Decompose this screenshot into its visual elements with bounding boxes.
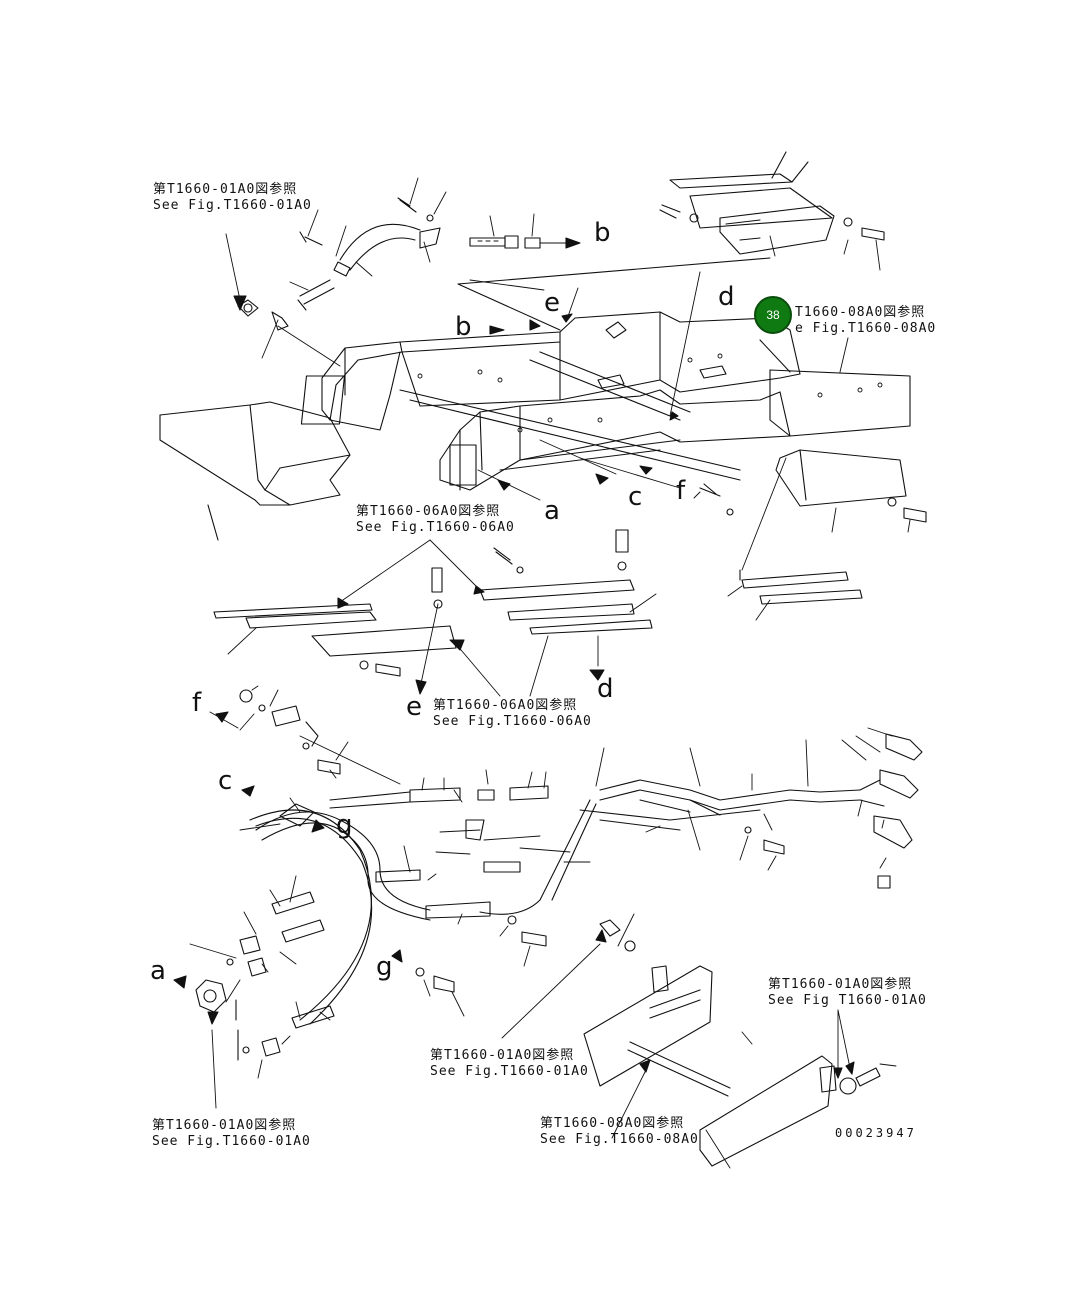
- ref-08a0-bottom: 第T1660-08A0図参照 See Fig.T1660-08A0: [540, 1116, 699, 1148]
- right-cover-group: [699, 449, 927, 605]
- ref-jp-text: 第T1660-08A0図参照: [540, 1116, 685, 1131]
- letter-e-middle: e: [406, 692, 422, 722]
- bottom-right-frame-group: [583, 919, 881, 1167]
- top-left-hose-group: [237, 197, 581, 331]
- letter-a-lower: a: [150, 956, 166, 986]
- letter-a-frame: a: [544, 496, 560, 526]
- letter-g-lower: g: [336, 810, 353, 840]
- lower-hose-group: [249, 733, 923, 1025]
- ref-01a0-bottom-left: 第T1660-01A0図参照 See Fig.T1660-01A0: [152, 1118, 311, 1150]
- ref-01a0-bottom-center: 第T1660-01A0図参照 See Fig.T1660-01A0: [430, 1048, 589, 1080]
- ref-en-text: e Fig.T1660-08A0: [795, 321, 937, 336]
- letter-g-bottom: g: [376, 952, 393, 982]
- ref-en-text: See Fig T1660-01A0: [768, 993, 927, 1008]
- ref-06a0-middle: 第T1660-06A0図参照 See Fig.T1660-06A0: [356, 504, 515, 536]
- main-frame-assembly: [300, 257, 911, 491]
- ref-jp-text: 第T1660-01A0図参照: [152, 1118, 297, 1133]
- ref-jp-text: 第T1660-06A0図参照: [433, 698, 578, 713]
- ref-06a0-lower: 第T1660-06A0図参照 See Fig.T1660-06A0: [433, 698, 592, 730]
- direction-arrows: [173, 295, 855, 1079]
- middle-strip-group: [213, 529, 653, 677]
- seat-pad: [159, 401, 351, 541]
- letter-f-frame: f: [676, 476, 686, 506]
- lower-left-connector-group: [195, 689, 455, 1061]
- letter-c-lower: c: [218, 766, 233, 796]
- ref-jp-text: 第T1660-01A0図参照: [768, 977, 913, 992]
- ref-en-text: See Fig.T1660-01A0: [152, 1134, 311, 1149]
- ref-01a0-top-left: 第T1660-01A0図参照 See Fig.T1660-01A0: [153, 182, 312, 214]
- ref-08a0-top-right: T1660-08A0図参照 e Fig.T1660-08A0: [795, 305, 936, 337]
- callout-badge-38[interactable]: 38: [754, 296, 792, 334]
- letter-c-frame: c: [628, 482, 643, 512]
- ref-jp-text: T1660-08A0図参照: [795, 305, 926, 320]
- ref-jp-text: 第T1660-01A0図参照: [430, 1048, 575, 1063]
- letter-d-frame: d: [718, 282, 735, 312]
- ref-en-text: See Fig.T1660-06A0: [433, 714, 592, 729]
- letter-d-middle: d: [597, 674, 614, 704]
- top-right-cover-group: [659, 151, 885, 255]
- ref-en-text: See Fig.T1660-08A0: [540, 1132, 699, 1147]
- document-number: 00023947: [835, 1126, 917, 1140]
- ref-jp-text: 第T1660-01A0図参照: [153, 182, 298, 197]
- ref-01a0-bottom-right: 第T1660-01A0図参照 See Fig T1660-01A0: [768, 977, 927, 1009]
- ref-en-text: See Fig.T1660-06A0: [356, 520, 515, 535]
- letter-b-frame: b: [455, 312, 472, 342]
- ref-en-text: See Fig.T1660-01A0: [153, 198, 312, 213]
- letter-b-top: b: [594, 218, 611, 248]
- letter-f-left: f: [192, 688, 202, 718]
- ref-jp-text: 第T1660-06A0図参照: [356, 504, 501, 519]
- leader-lines: [189, 177, 911, 1169]
- letter-e-frame: e: [544, 288, 560, 318]
- ref-en-text: See Fig.T1660-01A0: [430, 1064, 589, 1079]
